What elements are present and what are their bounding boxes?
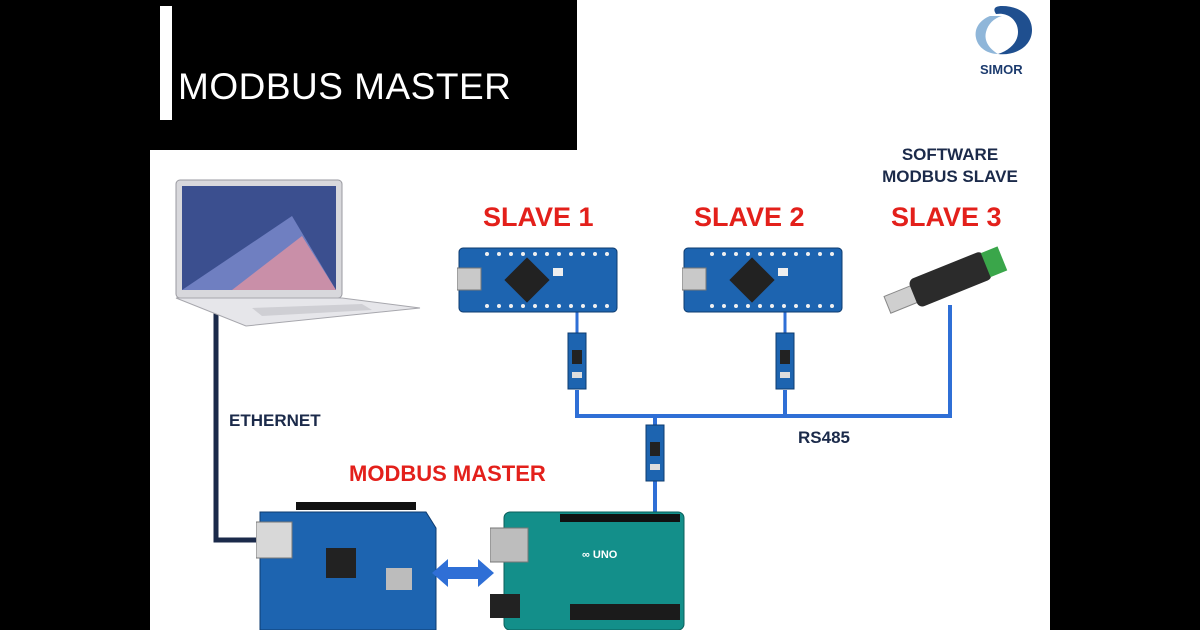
simor-logo-icon bbox=[975, 6, 1032, 55]
software-modbus-slave-label: SOFTWARE MODBUS SLAVE bbox=[862, 144, 1038, 188]
simor-logo: SIMOR bbox=[962, 2, 1042, 80]
svg-text:∞ UNO: ∞ UNO bbox=[582, 549, 618, 561]
slave2-arduino-nano bbox=[682, 247, 843, 313]
slave2-rs485-module bbox=[775, 332, 795, 390]
ethernet-label: ETHERNET bbox=[229, 411, 321, 430]
wiring bbox=[213, 302, 952, 543]
slave1-rs485-module bbox=[567, 332, 587, 390]
master-rs485-module bbox=[645, 424, 665, 482]
slave1-arduino-nano bbox=[457, 247, 618, 313]
bidirectional-arrow-icon bbox=[432, 559, 494, 587]
laptop-icon bbox=[175, 179, 421, 327]
arduino-uno-icon: ∞ UNO bbox=[490, 511, 685, 630]
title-accent-bar bbox=[160, 6, 172, 120]
slave3-label: SLAVE 3 bbox=[891, 202, 1002, 232]
ethernet-cable bbox=[213, 302, 265, 543]
title-bar: MODBUS MASTER bbox=[150, 0, 577, 150]
rs485-label: RS485 bbox=[798, 428, 850, 447]
logo-text: SIMOR bbox=[980, 62, 1023, 77]
slide: MODBUS MASTER SIMOR bbox=[150, 0, 1050, 630]
slave1-label: SLAVE 1 bbox=[483, 202, 594, 232]
page-title: MODBUS MASTER bbox=[178, 66, 512, 107]
slave2-label: SLAVE 2 bbox=[694, 202, 805, 232]
ethernet-shield-icon bbox=[256, 502, 437, 630]
software-label-line1: SOFTWARE bbox=[901, 145, 999, 164]
modbus-master-label: MODBUS MASTER bbox=[349, 461, 546, 486]
software-label-line2: MODBUS SLAVE bbox=[882, 167, 1018, 186]
rs485-bus bbox=[575, 305, 952, 418]
usb-rs485-adapter-icon bbox=[883, 246, 1008, 314]
